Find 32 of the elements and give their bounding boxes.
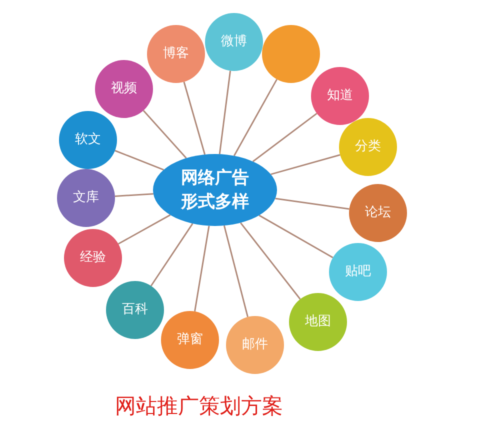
connector-line: [118, 214, 171, 245]
topic-circle: 微博: [205, 13, 263, 71]
connector-line: [223, 225, 248, 318]
topic-circle: 地图: [289, 293, 347, 351]
topic-circle: 邮件: [226, 316, 284, 374]
central-ellipse: 网络广告形式多样: [153, 154, 277, 226]
topic-circle: 分类: [339, 118, 397, 176]
topic-circle: 视频: [95, 60, 153, 118]
connector-line: [183, 82, 206, 155]
connector-line: [194, 226, 210, 312]
topic-circle: 论坛: [349, 184, 407, 242]
connector-line: [258, 214, 334, 258]
topic-circle: 贴吧: [329, 243, 387, 301]
connector-line: [150, 223, 194, 286]
connector-line: [270, 154, 340, 176]
topic-circle: [262, 25, 320, 83]
connector-line: [218, 70, 232, 154]
caption: 网站推广策划方案: [115, 393, 283, 420]
connector-line: [240, 222, 301, 300]
connector-line: [114, 193, 154, 197]
topic-circle: 经验: [64, 229, 122, 287]
topic-circle: 知道: [311, 67, 369, 125]
connector-line: [114, 150, 164, 170]
connector-line: [275, 198, 350, 210]
connector-line: [233, 78, 278, 156]
topic-circle: 弹窗: [161, 311, 219, 369]
topic-circle: 软文: [59, 111, 117, 169]
connector-line: [142, 110, 187, 159]
topic-circle: 文库: [57, 169, 115, 227]
connector-line: [252, 112, 318, 162]
topic-circle: 博客: [147, 25, 205, 83]
topic-circle: 百科: [106, 281, 164, 339]
